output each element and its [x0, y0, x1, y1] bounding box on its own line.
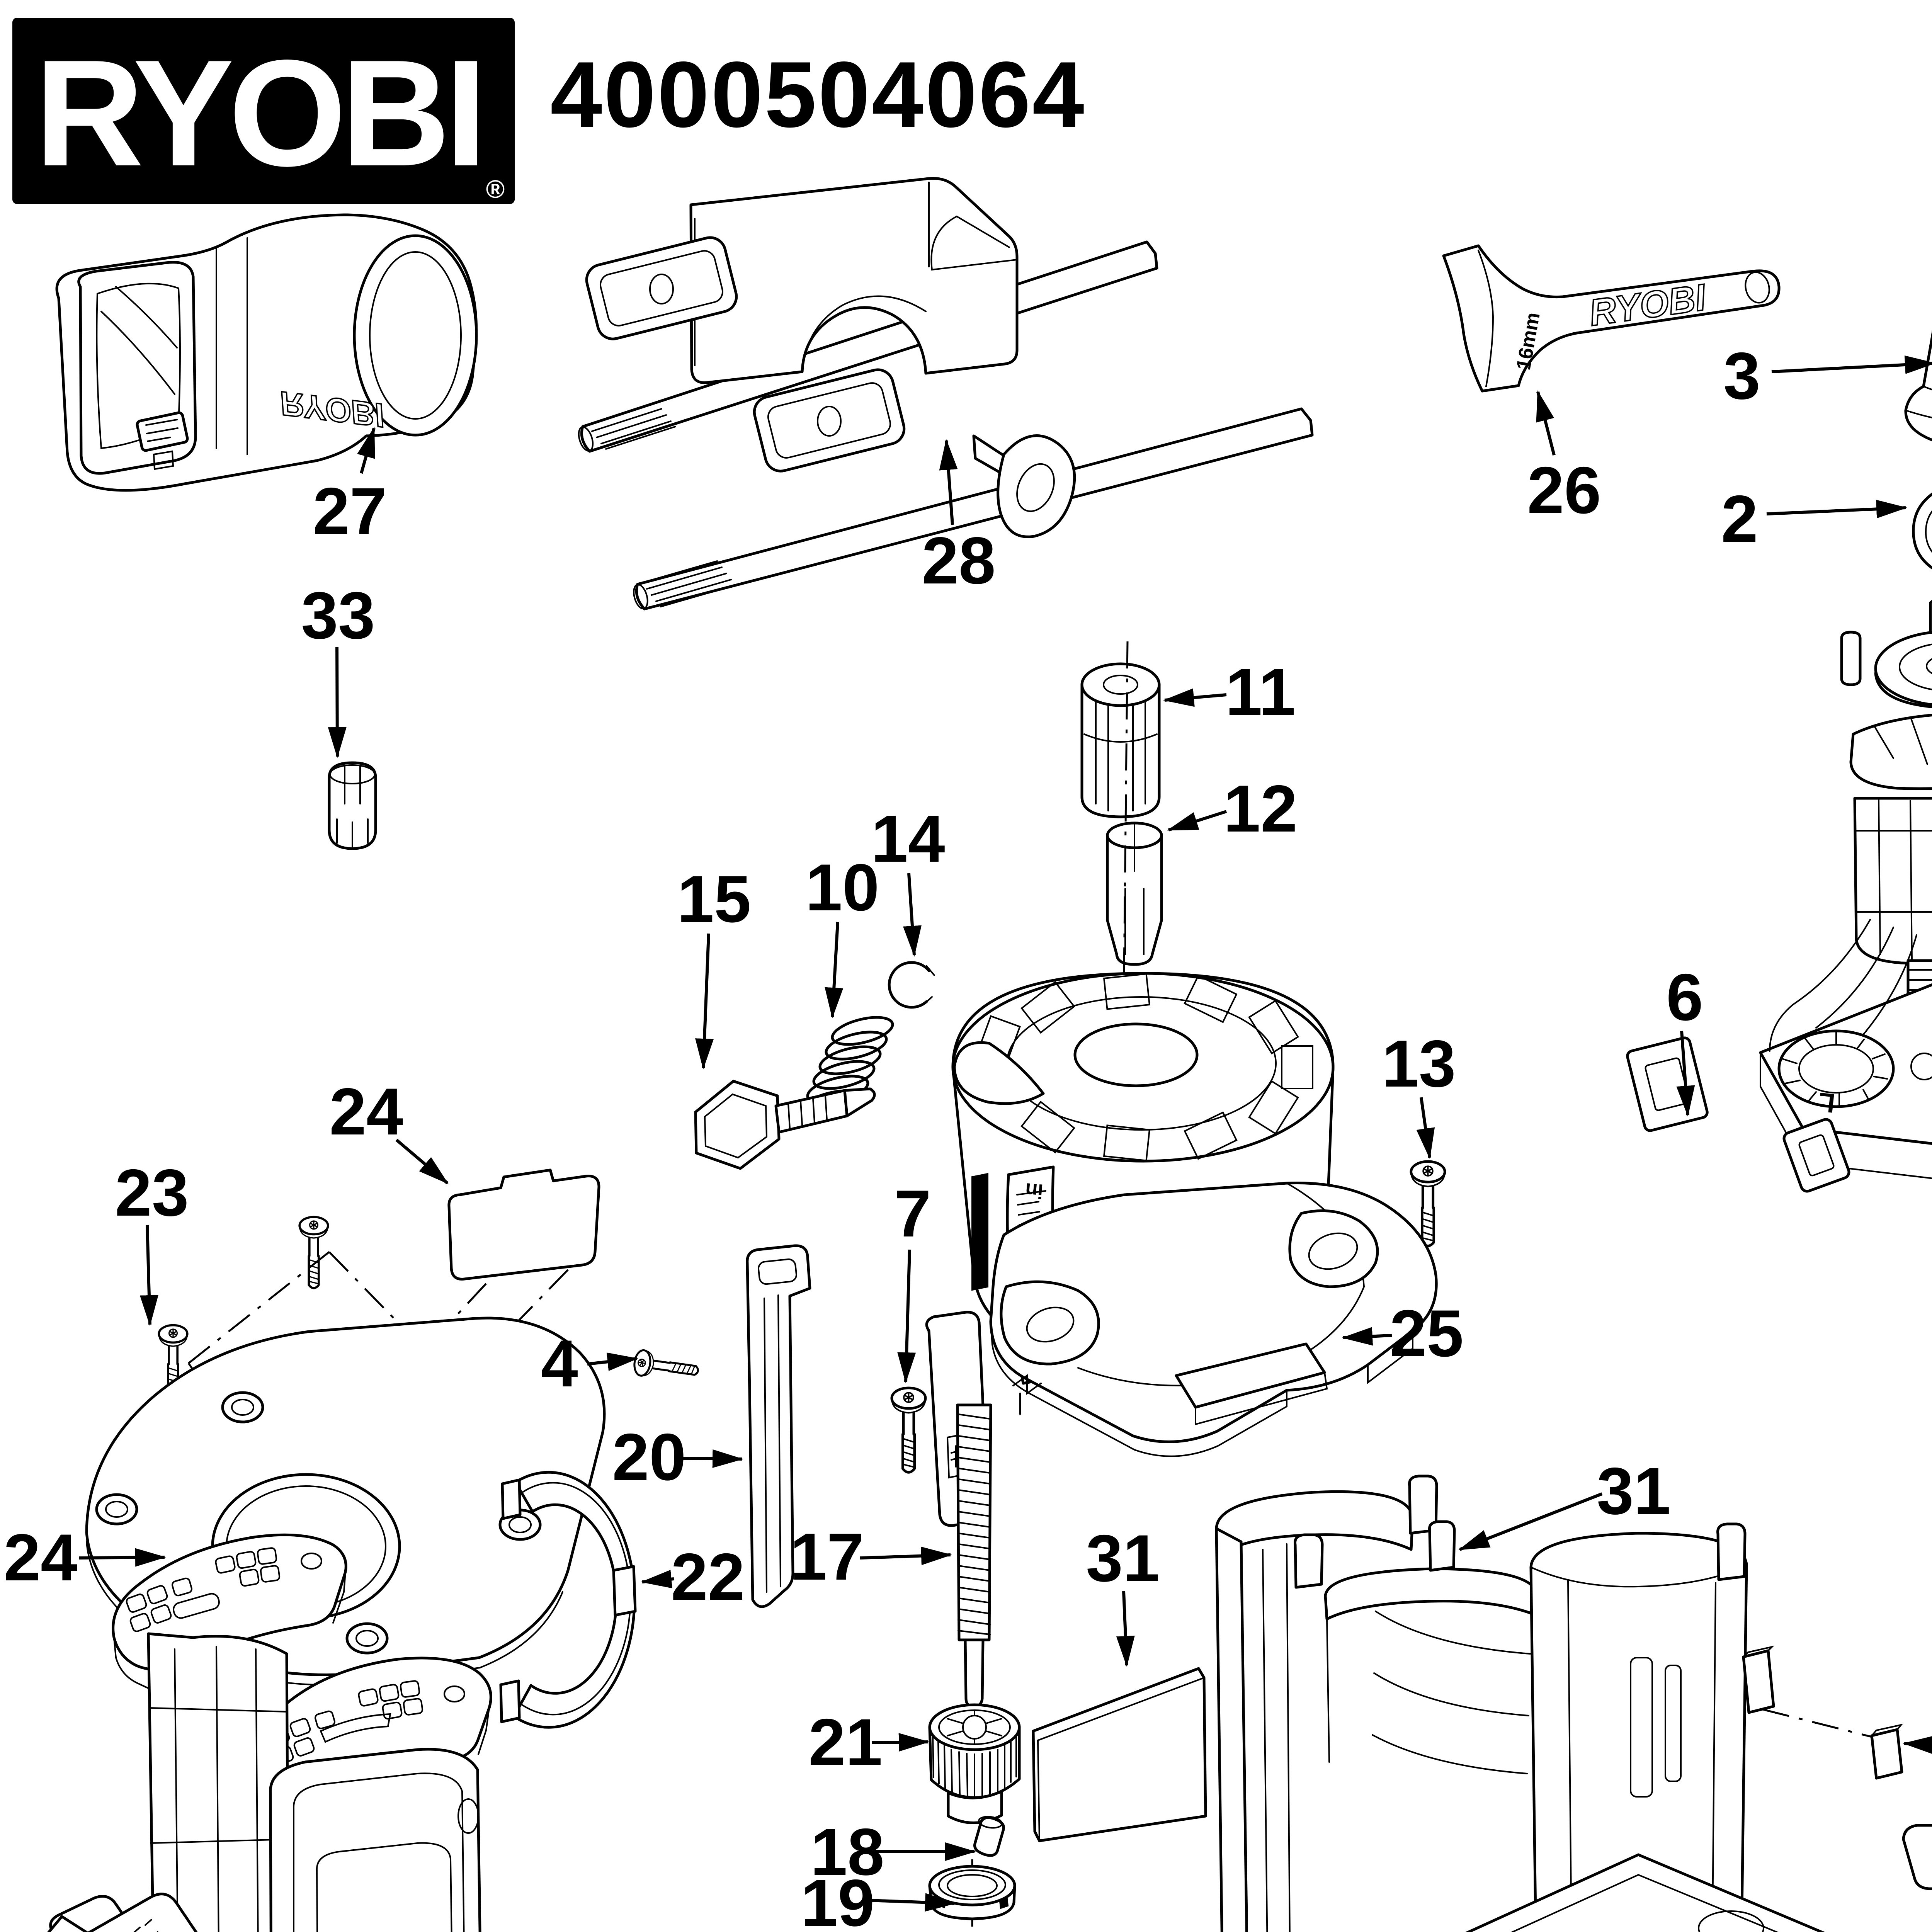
part-3-cap: [1904, 330, 1932, 442]
callout-31a: 31: [1086, 1521, 1160, 1667]
callout-20: 20: [612, 1420, 743, 1494]
part-27-housing-cover: RYOBI: [55, 213, 478, 492]
svg-text:28: 28: [922, 524, 995, 598]
callout-2: 2: [1721, 482, 1907, 556]
callout-14: 14: [871, 802, 945, 957]
svg-text:22: 22: [671, 1540, 745, 1614]
svg-text:31: 31: [1086, 1521, 1160, 1595]
part-4-screw: [633, 1349, 700, 1384]
part-14-e-clip: [888, 961, 935, 1009]
svg-text:2: 2: [1721, 482, 1758, 556]
callout-18: 18: [810, 1815, 976, 1889]
svg-text:15: 15: [677, 862, 751, 936]
callout-31b: 31: [1458, 1454, 1671, 1551]
part-12-collet: [1106, 821, 1163, 966]
callout-4: 4: [541, 1327, 638, 1401]
battery-base: ONE+: [1465, 1853, 1825, 1932]
svg-text:20: 20: [612, 1420, 686, 1494]
svg-text:23: 23: [115, 1156, 189, 1230]
part-11-collet-nut: [1080, 662, 1161, 818]
svg-text:24: 24: [329, 1075, 403, 1149]
svg-text:33: 33: [301, 578, 375, 653]
svg-text:21: 21: [808, 1705, 882, 1779]
part-31-label-c: [1902, 1824, 1932, 1890]
housing-cutaway-left: [1215, 1475, 1541, 1932]
svg-text:6: 6: [1666, 960, 1703, 1034]
svg-text:3: 3: [1723, 339, 1760, 413]
svg-text:13: 13: [1382, 1027, 1456, 1101]
part-21-adjuster-knob: [928, 1703, 1021, 1824]
callout-17: 17: [790, 1520, 952, 1594]
callouts: 27 33 28 26 3 2 11 12: [3, 339, 1932, 1932]
svg-text:4: 4: [541, 1327, 578, 1401]
dial-setting-text: L: [1817, 1087, 1837, 1119]
callout-23: 23: [115, 1156, 189, 1326]
callout-24a: 24: [329, 1075, 449, 1185]
callout-7: 7: [894, 1177, 931, 1383]
svg-text:25: 25: [1389, 1296, 1463, 1371]
callout-11: 11: [1163, 655, 1296, 729]
clamp-lever: [87, 1893, 198, 1932]
wrench-brand-text: RYOBI: [1587, 276, 1709, 333]
callout-12: 12: [1167, 772, 1298, 846]
part-19-ring: [928, 1859, 1016, 1927]
svg-text:31: 31: [1597, 1454, 1670, 1528]
brand-logo: RYOBI ®: [12, 18, 515, 204]
part-9-brushes: [1742, 1645, 1903, 1780]
scale-unit-text: in: [1024, 1179, 1044, 1202]
callout-10: 10: [805, 850, 879, 1019]
callout-6: 6: [1666, 960, 1703, 1117]
svg-text:7: 7: [894, 1177, 931, 1251]
callout-21: 21: [808, 1705, 930, 1779]
part-15-lock-screw: [694, 1080, 876, 1170]
svg-text:27: 27: [313, 474, 386, 548]
callout-33: 33: [301, 578, 375, 758]
svg-text:24: 24: [3, 1520, 77, 1595]
part-20-guide-bar: [746, 1244, 811, 1608]
part-31-label-b: [1428, 1520, 1456, 1572]
svg-text:12: 12: [1223, 772, 1297, 846]
callout-24b: 24: [3, 1520, 166, 1595]
housing-cutaway-right: [1529, 1522, 1748, 1932]
part-18-pin: [973, 1816, 1005, 1857]
svg-text:18: 18: [810, 1815, 884, 1889]
registered-mark: ®: [486, 175, 505, 203]
callout-27: 27: [313, 427, 387, 548]
callout-25: 25: [1342, 1296, 1464, 1371]
part-33-collet: [328, 761, 377, 850]
part-22-clamp-ring: [499, 1471, 637, 1729]
part-30-base-assembly: [47, 1533, 492, 1932]
callout-22: 22: [641, 1540, 745, 1614]
part-28-edge-guide: [578, 177, 1314, 611]
svg-text:11: 11: [1225, 655, 1296, 729]
callout-28: 28: [922, 439, 996, 598]
part-31-label-a: [1032, 1667, 1207, 1842]
callout-15: 15: [677, 862, 751, 1070]
part-25-motor-housing-base: in 0 1/2 1: [925, 641, 1438, 1527]
callout-9: 9: [1903, 1735, 1932, 1754]
svg-text:14: 14: [871, 802, 945, 876]
motor-armature-assembly: L: [1759, 599, 1932, 1193]
svg-text:17: 17: [790, 1520, 864, 1594]
part-2-gasket: [1912, 492, 1932, 570]
callout-3: 3: [1723, 339, 1932, 413]
part-17-lead-screw: [956, 1403, 992, 1708]
callout-26: 26: [1527, 390, 1601, 527]
callout-13a: 13: [1382, 1027, 1456, 1159]
grip-pads-top: [126, 1547, 322, 1632]
document-number: 4000504064: [550, 43, 1086, 147]
svg-text:19: 19: [801, 1866, 874, 1932]
callout-19: 19: [801, 1866, 956, 1932]
svg-text:26: 26: [1527, 453, 1601, 527]
part-6-frame: [1626, 1036, 1709, 1132]
svg-text:10: 10: [805, 850, 879, 925]
part-7-screw: [892, 1388, 925, 1473]
brand-logo-text: RYOBI: [35, 29, 482, 198]
